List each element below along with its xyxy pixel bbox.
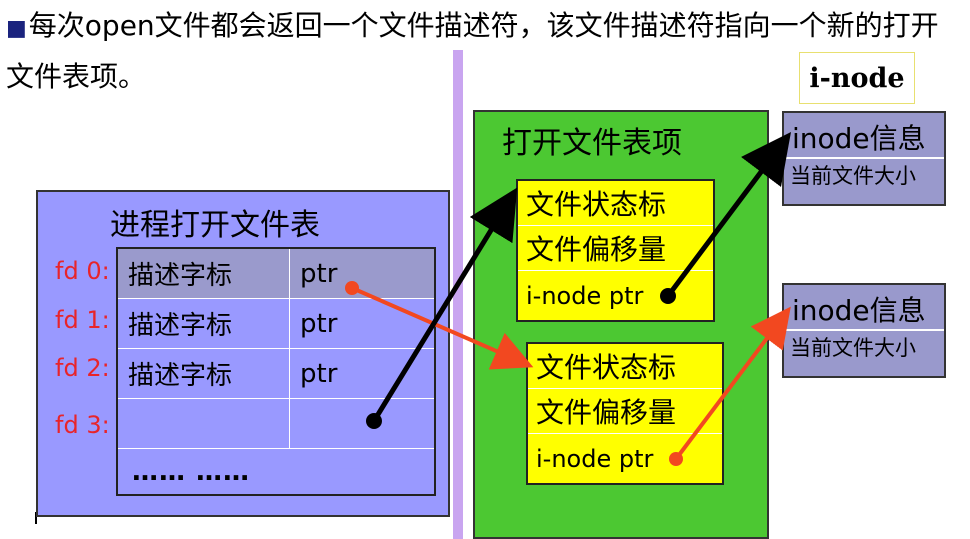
intro-sentence: 每次open文件都会返回一个文件描述符，该文件描述符指向一个新的打开文件表项。 <box>6 9 939 93</box>
arrow-entry2-to-inode2 <box>674 306 791 461</box>
ellipsis-row: …… …… <box>132 456 251 487</box>
open-file-entry-2: 文件状态标 文件偏移量 i-node ptr <box>526 342 724 485</box>
arrow-entry2-origin-dot <box>669 452 683 466</box>
entry-1-inode-ptr: i-node ptr <box>526 281 644 310</box>
fd-label-2: fd 2: <box>55 354 110 382</box>
fd-label-3: fd 3: <box>55 411 110 439</box>
fd-label-1: fd 1: <box>55 306 110 334</box>
inode-2-subtitle: 当前文件大小 <box>790 336 916 360</box>
vertical-divider <box>453 50 463 539</box>
inode-label: i-node <box>799 52 915 104</box>
fd-table: 描述字标 ptr 描述字标 ptr 描述字标 ptr …… …… <box>116 247 436 496</box>
fd-label-0: fd 0: <box>55 257 110 285</box>
entry-1-status: 文件状态标 <box>518 181 713 226</box>
arrow-entry1-origin-dot <box>660 288 676 304</box>
intro-text: ■每次open文件都会返回一个文件描述符，该文件描述符指向一个新的打开文件表项。 <box>6 2 966 101</box>
arrow-entry1-to-inode1 <box>666 132 791 298</box>
inode-1-subtitle: 当前文件大小 <box>790 164 916 188</box>
entry-1-offset: 文件偏移量 <box>518 226 713 271</box>
fd-0-desc-cell: 描述字标 <box>118 249 290 299</box>
inode-1-separator <box>784 157 944 159</box>
process-table-title: 进程打开文件表 <box>110 208 320 243</box>
inode-2-title: inode信息 <box>792 294 926 327</box>
bullet-icon: ■ <box>6 16 27 41</box>
fd-2-ptr-cell: ptr <box>290 349 434 399</box>
fd-3-desc-cell <box>118 399 290 449</box>
open-file-entry-1: 文件状态标 文件偏移量 i-node ptr <box>516 179 715 322</box>
fd-1-desc-cell: 描述字标 <box>118 299 290 349</box>
inode-box-1: inode信息 当前文件大小 <box>782 111 946 206</box>
fd-3-ptr-cell <box>290 399 434 449</box>
arrow-fd3-origin-dot <box>366 413 382 429</box>
entry-2-status: 文件状态标 <box>528 344 722 389</box>
entry-2-offset: 文件偏移量 <box>528 389 722 434</box>
open-file-table-title: 打开文件表项 <box>502 126 682 161</box>
arrow-fd0-to-entry2 <box>351 286 534 370</box>
inode-1-title: inode信息 <box>792 122 926 155</box>
arrow-fd0-origin-dot <box>345 281 359 295</box>
entry-2-inode-ptr: i-node ptr <box>536 444 654 473</box>
inode-box-2: inode信息 当前文件大小 <box>782 283 946 378</box>
fd-1-ptr-cell: ptr <box>290 299 434 349</box>
inode-2-separator <box>784 329 944 331</box>
fd-2-desc-cell: 描述字标 <box>118 349 290 399</box>
arrow-fd3-to-entry1 <box>371 187 518 423</box>
left-tick-mark <box>35 512 37 524</box>
